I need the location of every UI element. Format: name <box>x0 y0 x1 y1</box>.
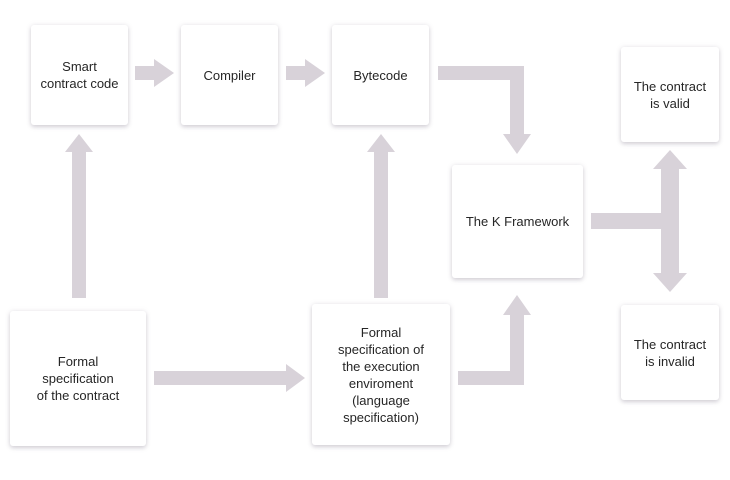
arrow-spec-contract-to-spec-env <box>154 364 305 392</box>
node-contract-valid: The contract is valid <box>621 47 719 142</box>
node-compiler: Compiler <box>181 25 278 125</box>
node-contract-invalid: The contract is invalid <box>621 305 719 400</box>
arrow-spec-env-to-bytecode <box>367 134 395 298</box>
node-label: Formal specification of the execution en… <box>338 324 424 425</box>
node-label: Smart contract code <box>40 59 119 91</box>
arrow-bytecode-to-k-framework <box>438 66 531 154</box>
node-label: The contract is invalid <box>633 336 707 369</box>
node-label: The K Framework <box>465 214 570 229</box>
node-label: Compiler <box>203 67 256 83</box>
node-formal-spec-contract: Formal specification of the contract <box>10 311 146 446</box>
arrow-compiler-to-bytecode <box>286 59 325 87</box>
arrow-code-to-compiler <box>135 59 174 87</box>
node-bytecode: Bytecode <box>332 25 429 125</box>
node-label: Bytecode <box>353 67 408 83</box>
arrow-spec-contract-to-code <box>65 134 93 298</box>
arrow-k-framework-stem <box>591 213 661 229</box>
node-label: The contract is valid <box>633 78 707 111</box>
node-k-framework: The K Framework <box>452 165 583 278</box>
arrow-spec-env-to-k-framework <box>458 295 531 385</box>
arrow-to-contract-valid <box>653 150 687 229</box>
node-formal-spec-environment: Formal specification of the execution en… <box>312 304 450 445</box>
node-label: Formal specification of the contract <box>36 354 120 403</box>
node-smart-contract-code: Smart contract code <box>31 25 128 125</box>
arrow-to-contract-invalid <box>653 213 687 292</box>
